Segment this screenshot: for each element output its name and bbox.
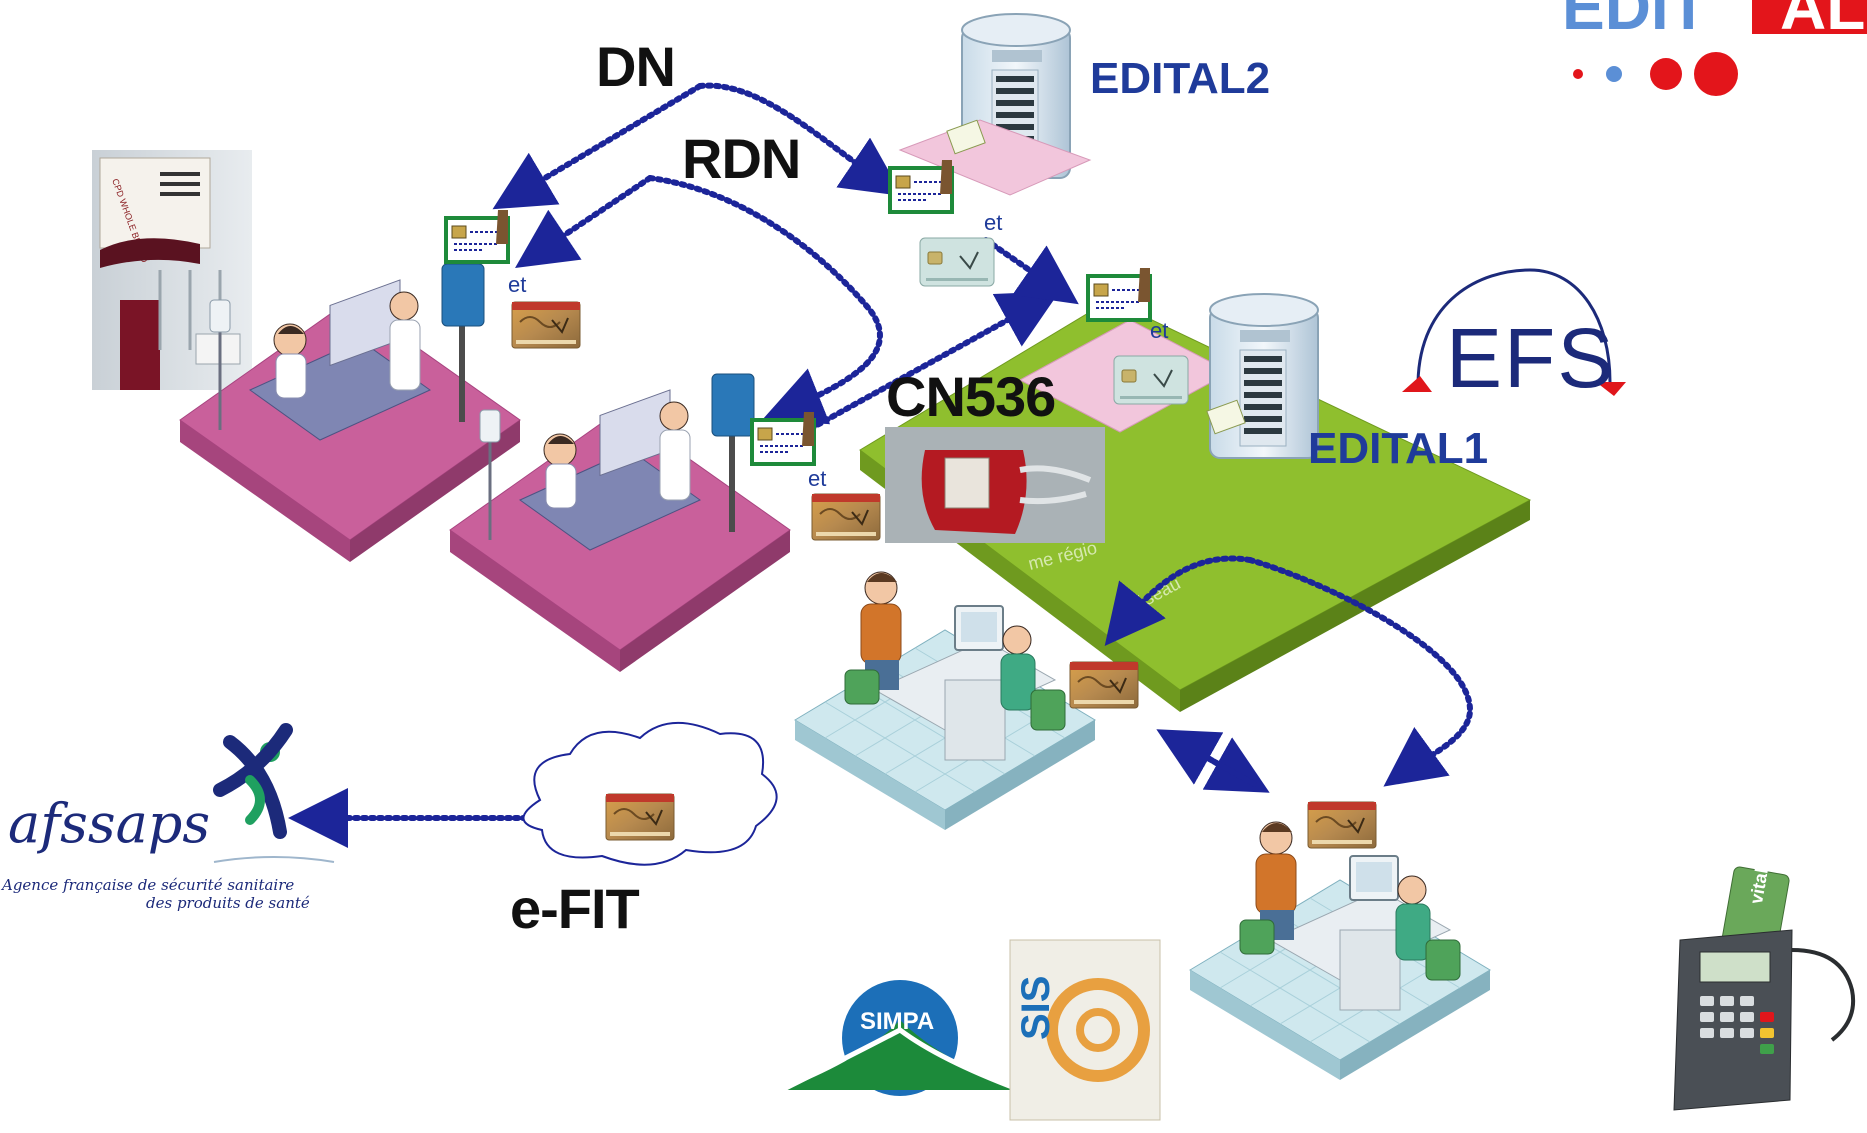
afssaps-logo-mark	[213, 723, 335, 863]
efit-label: e-FIT	[510, 877, 640, 940]
certificate-card-1	[444, 208, 510, 264]
sis-logo	[1009, 939, 1161, 1121]
et-label-4: et	[808, 466, 827, 491]
sis-logo-text: SIS	[1014, 975, 1058, 1040]
cps-card-efit	[605, 793, 675, 841]
arrow-rdn-to-hospital	[515, 175, 653, 268]
arrow-efs-to-clinic2	[1247, 557, 1474, 787]
cn536-blood-bag-photo	[885, 427, 1105, 543]
cps-card-4	[1307, 801, 1377, 849]
clinic-room-2	[1189, 821, 1491, 1081]
certificate-card-2	[888, 158, 954, 214]
hospital-sign-h-2: H	[674, 365, 703, 409]
dn-label: DN	[596, 35, 676, 98]
simpa-logo	[780, 980, 1021, 1096]
edital2-label: EDITAL2	[1090, 54, 1271, 103]
arrow-clinic2-to-clinic1	[1156, 729, 1257, 787]
efit-cloud	[522, 722, 778, 866]
vitale-card-reader	[1673, 866, 1855, 1111]
arrow-efs-to-clinic1	[1104, 555, 1253, 646]
efs-logo-text: EFS	[1446, 311, 1616, 405]
edital2-server	[898, 13, 1092, 196]
edital1-label: EDITAL1	[1308, 424, 1489, 473]
vitale-card-2	[1113, 355, 1189, 405]
arrow-dn-to-hospital	[492, 83, 703, 210]
edital-logo-dots	[1573, 0, 1867, 96]
certificate-card-4	[750, 410, 816, 466]
certificate-card-3	[1086, 266, 1152, 322]
rdn-label: RDN	[682, 127, 801, 190]
hospital-sign-h-1: H	[404, 255, 433, 299]
arrows	[288, 82, 1474, 848]
arrow-hospital2-to-efs	[787, 291, 1060, 443]
edital-logo-part-2: AL	[1780, 0, 1866, 43]
et-label-1: et	[508, 272, 527, 297]
arrow-edital2-to-edital1	[983, 237, 1079, 305]
hospital-room-2: H	[450, 365, 790, 672]
et-label-3: et	[1150, 318, 1169, 343]
cps-card-3	[1069, 661, 1139, 709]
cps-card-1	[511, 301, 581, 349]
afssaps-tagline-line-1: Agence française de sécurité sanitaire	[2, 876, 295, 894]
afssaps-logo-text: afssaps	[8, 792, 211, 855]
edital1-server	[1206, 293, 1319, 459]
blood-bag-photo: CPD WHOLE BLOOD	[92, 150, 252, 390]
cn536-label: CN536	[886, 365, 1056, 428]
arrow-rdn-curve	[647, 175, 883, 425]
et-label-2: et	[984, 210, 1003, 235]
cps-card-2	[811, 493, 881, 541]
efs-logo	[1402, 268, 1626, 396]
vitale-card-1	[919, 237, 995, 287]
edital-logo-part-1: EDIT	[1562, 0, 1708, 43]
hospital-room-1: H	[180, 255, 520, 562]
afssaps-tagline-line-2: des produits de santé	[146, 894, 310, 912]
arrow-dn-to-edital2	[697, 82, 903, 197]
simpa-logo-text: SIMPA	[860, 1008, 935, 1035]
